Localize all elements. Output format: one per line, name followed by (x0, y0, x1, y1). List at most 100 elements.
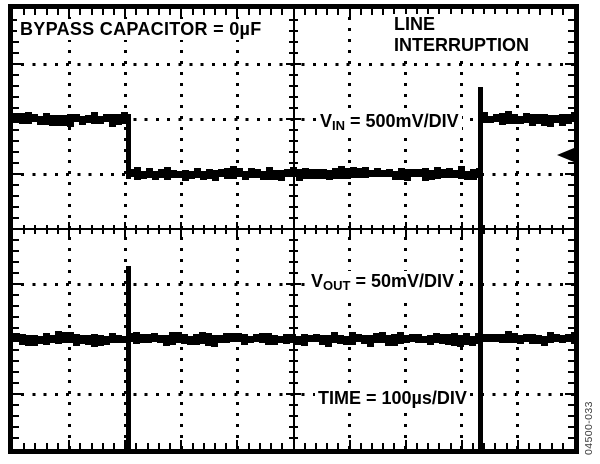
vout-trace (25, 334, 32, 347)
right-border-tick (568, 184, 574, 186)
right-border-tick (568, 415, 574, 417)
left-border-tick (13, 140, 19, 142)
vin-trace-high (19, 113, 26, 125)
right-border-tick (568, 140, 574, 142)
vout-trace (283, 334, 290, 344)
right-border-tick (568, 316, 574, 318)
vout-trace (205, 333, 212, 346)
bottom-border-tick (56, 443, 59, 449)
right-border-tick (568, 382, 574, 384)
left-border-tick (13, 217, 19, 219)
left-border-tick (13, 52, 19, 54)
bottom-border-tick (90, 443, 93, 449)
bottom-border-tick (68, 440, 71, 449)
horizontal-axis-tick (202, 224, 205, 234)
top-border-tick (124, 9, 127, 18)
vout-trace (469, 335, 476, 346)
top-border-tick (516, 9, 519, 18)
bottom-border-tick (180, 440, 183, 449)
right-border-tick (568, 85, 574, 87)
right-border-tick (568, 30, 574, 32)
bottom-border-tick (393, 443, 396, 449)
vout-trace (409, 333, 416, 342)
vertical-axis-tick (289, 349, 298, 351)
vin-trace-low (332, 168, 339, 180)
vout-trace (163, 334, 170, 347)
vout-trace (289, 334, 296, 343)
vout-trace (445, 334, 452, 346)
left-border-tick (13, 371, 19, 373)
vin-trace-low (374, 168, 381, 178)
bottom-border-tick (483, 443, 486, 449)
bottom-border-tick (449, 443, 452, 449)
bottom-border-tick (494, 443, 497, 449)
vin-trace-low (170, 169, 177, 178)
vout-trace (31, 335, 38, 347)
vout-trace (403, 335, 410, 344)
left-border-tick (13, 162, 19, 164)
vout-trace (73, 333, 80, 346)
right-border-tick (568, 349, 574, 351)
vout-trace (277, 335, 284, 344)
vin-trace-low (308, 168, 315, 180)
vin-trace-high (91, 111, 98, 125)
top-border-tick (112, 9, 115, 15)
bypass-capacitor-title: BYPASS CAPACITOR = 0µF (17, 19, 265, 40)
vout-scale-label: VOUT = 50mV/DIV (308, 271, 458, 296)
vertical-axis-tick (289, 217, 298, 219)
right-border-tick (565, 228, 574, 230)
bottom-border-tick (247, 443, 250, 449)
vout-trace (265, 332, 272, 346)
vin-trace-low (410, 168, 417, 177)
vout-subscript: OUT (323, 278, 351, 293)
horizontal-axis-tick (34, 224, 37, 234)
left-border-tick (13, 426, 19, 428)
vertical-axis-tick (289, 52, 298, 54)
vout-trace (49, 334, 56, 343)
vin-trace-high (109, 114, 116, 128)
bottom-border-tick (337, 443, 340, 449)
vin-trace-high (534, 113, 542, 125)
vin-trace-low (200, 172, 207, 180)
vin-trace-low (140, 170, 147, 180)
right-border-tick (568, 41, 574, 43)
top-border-tick (146, 9, 149, 15)
vout-trace (559, 334, 566, 343)
vin-trace-high (492, 113, 500, 121)
vertical-axis-tick (289, 30, 298, 32)
vout-trace (325, 334, 332, 347)
top-border-tick (314, 9, 317, 15)
vout-trace (565, 333, 572, 342)
vout-trace (397, 332, 404, 344)
left-border-tick (13, 283, 22, 285)
vertical-axis-tick (289, 107, 298, 109)
right-border-tick (568, 129, 574, 131)
vin-trace-low (176, 171, 183, 179)
vertical-axis-tick (289, 272, 298, 274)
top-border-tick (23, 9, 26, 15)
bottom-border-tick (427, 443, 430, 449)
vertical-axis-tick (289, 371, 298, 373)
vout-transient-spike (478, 87, 484, 449)
vout-trace (115, 334, 122, 344)
top-border-tick (460, 9, 463, 18)
bottom-border-tick (258, 443, 261, 449)
vout-trace (91, 334, 98, 347)
vin-trace-low (398, 167, 405, 181)
horizontal-axis-tick (472, 224, 475, 234)
right-border-tick (565, 393, 574, 395)
vin-trace-high (73, 113, 80, 122)
vout-trace (313, 333, 320, 343)
left-border-tick (13, 294, 19, 296)
vin-trace-low (158, 168, 165, 178)
horizontal-axis-tick (539, 224, 542, 234)
vout-trace (319, 334, 326, 345)
bottom-border-tick (202, 443, 205, 449)
bottom-border-tick (561, 443, 564, 449)
vin-subscript: IN (332, 118, 346, 133)
right-border-tick (568, 327, 574, 329)
vin-trace-low (164, 167, 171, 180)
vin-trace-high (498, 113, 506, 125)
right-border-tick (568, 272, 574, 274)
vout-trace (523, 333, 530, 343)
